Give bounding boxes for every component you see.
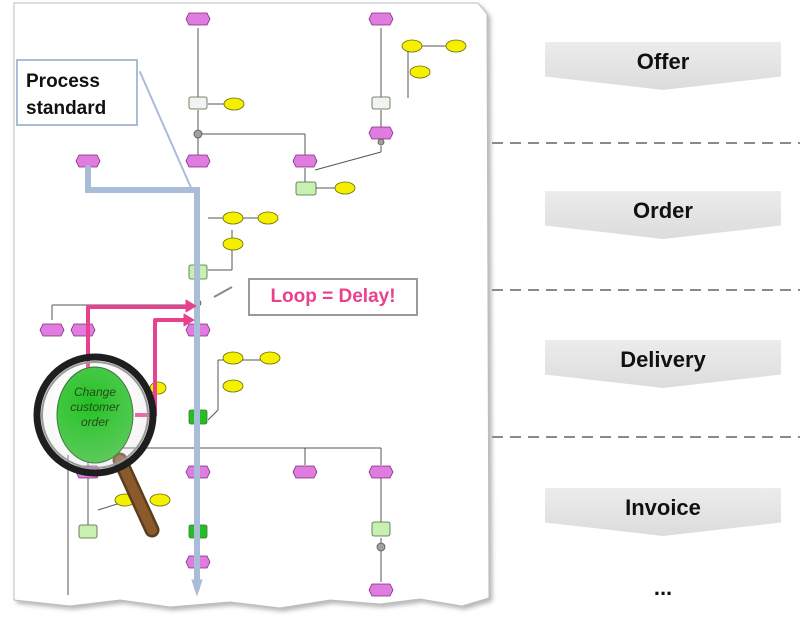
phase-order: Order (545, 191, 781, 239)
event-node (292, 154, 318, 168)
phase-order-label: Order (633, 198, 693, 223)
event-node (39, 323, 65, 337)
event-node (368, 126, 394, 140)
event-node (368, 465, 394, 479)
phase-more: ... (545, 565, 781, 609)
event-node (292, 465, 318, 479)
magnifier-icon (33, 353, 160, 538)
org-unit-node (222, 379, 244, 393)
phase-delivery: Delivery (545, 340, 781, 388)
loop-pointer (213, 286, 233, 298)
process-standard-callout: Process standard (16, 59, 138, 126)
org-unit-node (257, 211, 279, 225)
org-unit-node (222, 237, 244, 251)
magnified-function-label: Change customer order (70, 385, 120, 429)
org-unit-node (149, 493, 171, 507)
event-node (75, 154, 101, 168)
org-unit-node (222, 351, 244, 365)
phase-offer: Offer (545, 42, 781, 90)
phase-more-label: ... (653, 575, 673, 600)
phase-dividers (492, 142, 800, 438)
org-unit-node (222, 211, 244, 225)
function-node (371, 521, 391, 537)
connector-node (376, 542, 386, 552)
phase-offer-label: Offer (636, 49, 690, 74)
event-node (368, 12, 394, 26)
org-unit-node (259, 351, 281, 365)
magnifier-lens (33, 353, 157, 477)
connector-node (377, 138, 385, 146)
org-unit-node (445, 39, 467, 53)
function-node (295, 181, 317, 196)
function-node (371, 96, 391, 110)
org-unit-node (334, 181, 356, 195)
event-node (368, 583, 394, 597)
function-nodes (78, 96, 391, 539)
event-node (185, 154, 211, 168)
org-unit-node (401, 39, 423, 53)
org-unit-node (149, 381, 167, 395)
standard-path (85, 71, 203, 597)
function-node (78, 524, 98, 539)
connector-node (193, 129, 203, 139)
loop-delay-callout: Loop = Delay! (248, 278, 418, 316)
phase-invoice: Invoice (545, 488, 781, 536)
phase-delivery-label: Delivery (620, 347, 706, 372)
org-unit-node (223, 97, 245, 111)
function-node (188, 96, 208, 110)
event-node (70, 323, 96, 337)
phase-invoice-label: Invoice (625, 495, 701, 520)
event-node (185, 12, 211, 26)
org-unit-node (409, 65, 431, 79)
